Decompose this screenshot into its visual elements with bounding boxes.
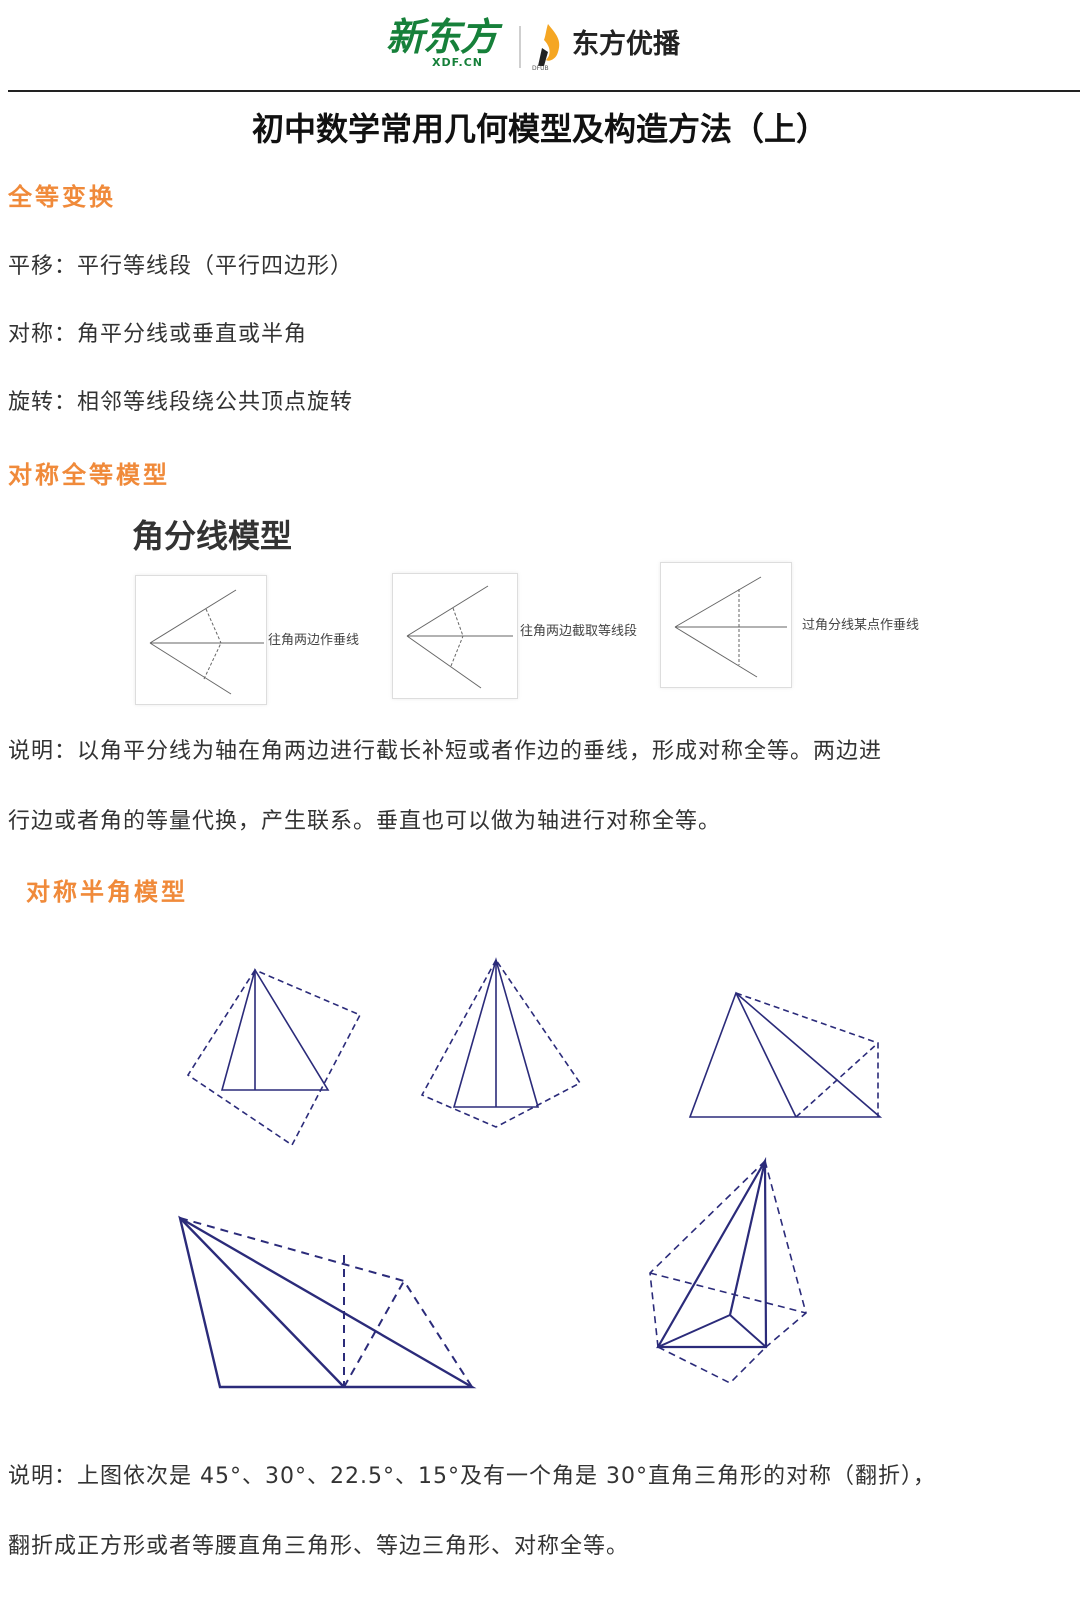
header-rule (8, 90, 1080, 92)
figure-label-2: 往角两边截取等线段 (520, 624, 638, 639)
note-half-angle-1: 说明：上图依次是 45°、30°、22.5°、15°及有一个角是 30°直角三角… (8, 1464, 936, 1489)
half-angle-figures (178, 957, 883, 1389)
heading-congruent-transform: 全等变换 (8, 183, 116, 211)
line-translation: 平移：平行等线段（平行四边形） (8, 254, 354, 279)
line-rotation: 旋转：相邻等线段绕公共顶点旋转 (8, 390, 354, 415)
note-symmetric-1: 说明：以角平分线为轴在角两边进行截长补短或者作边的垂线，形成对称全等。两边进 (8, 739, 883, 764)
figure-label-3: 过角分线某点作垂线 (802, 618, 920, 633)
flame-icon: DFUB (532, 24, 560, 72)
heading-half-angle: 对称半角模型 (26, 878, 188, 906)
dfub-logo: 东方优播 (572, 29, 680, 60)
partner-mark: DFUB (532, 65, 549, 72)
figure-bisector-3 (660, 562, 792, 688)
image-title: 角分线模型 (132, 517, 293, 555)
figure-bisector-2 (392, 573, 518, 699)
page-title: 初中数学常用几何模型及构造方法（上） (251, 110, 828, 148)
xdf-logo: 新东方 (386, 17, 498, 59)
heading-symmetric-congruent: 对称全等模型 (8, 461, 170, 489)
line-symmetry: 对称：角平分线或垂直或半角 (8, 322, 308, 347)
xdf-logo-sub: XDF.CN (432, 56, 483, 69)
logo-divider (519, 26, 521, 68)
figure-bisector-1 (135, 575, 267, 705)
note-half-angle-2: 翻折成正方形或者等腰直角三角形、等边三角形、对称全等。 (8, 1534, 630, 1559)
figure-label-1: 往角两边作垂线 (268, 633, 360, 648)
note-symmetric-2: 行边或者角的等量代换，产生联系。垂直也可以做为轴进行对称全等。 (8, 809, 722, 834)
